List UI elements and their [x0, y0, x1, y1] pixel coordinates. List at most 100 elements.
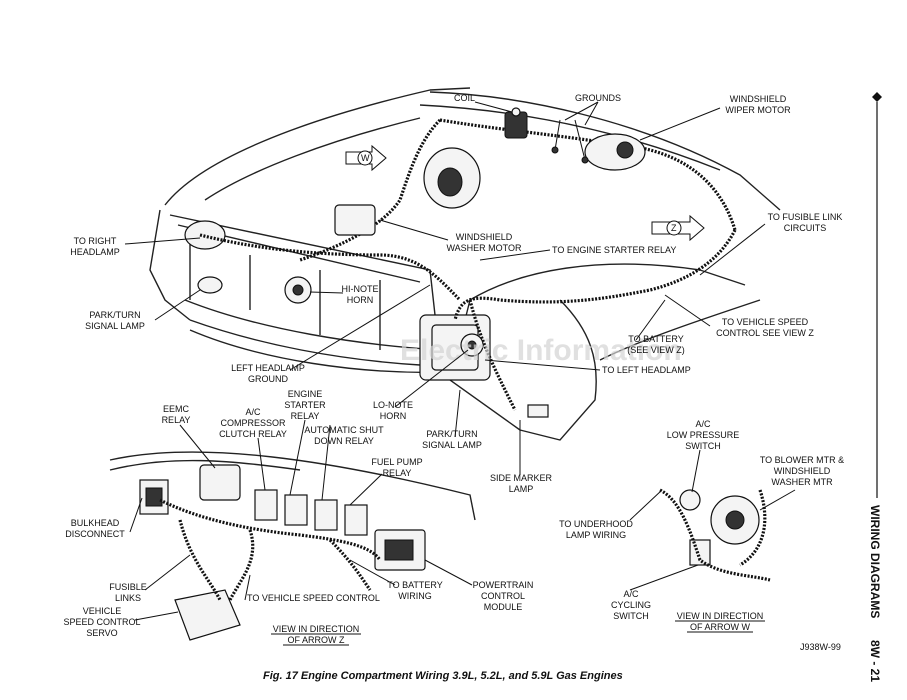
label-to-underhood-lamp-wiring-1: TO UNDERHOOD: [559, 519, 633, 529]
label-park-turn-left-1: PARK/TURN: [89, 310, 140, 320]
engine-starter-relay: [284, 494, 308, 526]
view-arrow-w-letter: W: [361, 153, 370, 163]
label-bulkhead-disconnect-2: DISCONNECT: [65, 529, 125, 539]
washer-reservoir: [334, 204, 376, 236]
label-left-headlamp-ground-2: GROUND: [248, 374, 288, 384]
label-grounds: GROUNDS: [575, 93, 621, 103]
label-view-z-2: OF ARROW Z: [288, 635, 345, 645]
label-ac-low-pressure-switch-3: SWITCH: [685, 441, 721, 451]
label-fusible-links-1: FUSIBLE: [109, 582, 147, 592]
figure-caption: Fig. 17 Engine Compartment Wiring 3.9L, …: [263, 670, 623, 682]
label-fuel-pump-relay-2: RELAY: [383, 468, 412, 478]
label-ac-cycling-switch-3: SWITCH: [613, 611, 649, 621]
ac-low-pressure-switch: [679, 489, 701, 511]
label-ac-cycling-switch-2: CYCLING: [611, 600, 651, 610]
side-header-page: 8W - 21: [868, 640, 882, 682]
label-to-vsc-see-view-z-2: CONTROL SEE VIEW Z: [716, 328, 814, 338]
label-ac-cycling-switch-1: A/C: [623, 589, 639, 599]
grounds: [551, 119, 589, 164]
label-hi-note-horn-1: HI-NOTE: [342, 284, 379, 294]
label-windshield-wiper-motor-2: WIPER MOTOR: [725, 105, 791, 115]
label-to-blower-mtr-3: WASHER MTR: [771, 477, 833, 487]
vehicle-body-outline: [149, 87, 781, 441]
side-marker-lamp: [527, 404, 549, 418]
windshield-washer-motor: [423, 147, 481, 209]
label-coil: COIL: [454, 93, 475, 103]
label-to-battery-see-view-z-2: (SEE VIEW Z): [627, 345, 685, 355]
labels: COIL GROUNDS WINDSHIELD WIPER MOTOR TO R…: [63, 93, 844, 646]
label-to-fusible-link-circuits-1: TO FUSIBLE LINK: [768, 212, 843, 222]
label-automatic-shut-down-relay-1: AUTOMATIC SHUT: [304, 425, 384, 435]
label-hi-note-horn-2: HORN: [347, 295, 374, 305]
label-park-turn-right-2: SIGNAL LAMP: [422, 440, 482, 450]
eemc-relay: [199, 464, 241, 501]
side-header-title: WIRING DIAGRAMS: [868, 505, 882, 618]
label-to-battery-see-view-z-1: TO BATTERY: [628, 334, 684, 344]
automatic-shut-down-relay: [314, 499, 338, 531]
park-turn-lamp-right-side: [197, 276, 223, 294]
label-to-right-headlamp-1: TO RIGHT: [74, 236, 117, 246]
windshield-wiper-motor: [584, 133, 646, 171]
label-park-turn-left-2: SIGNAL LAMP: [85, 321, 145, 331]
label-to-battery-wiring-2: WIRING: [398, 591, 432, 601]
side-header: WIRING DIAGRAMS 8W - 21: [868, 92, 882, 682]
label-to-battery-wiring-1: TO BATTERY: [387, 580, 443, 590]
watermark: Electric Information: [400, 334, 682, 367]
label-engine-starter-relay-3: RELAY: [291, 411, 320, 421]
label-view-w-2: OF ARROW W: [690, 622, 750, 632]
label-vsc-servo-3: SERVO: [86, 628, 117, 638]
label-view-z-1: VIEW IN DIRECTION: [273, 624, 360, 634]
label-ac-low-pressure-switch-2: LOW PRESSURE: [667, 430, 740, 440]
label-automatic-shut-down-relay-2: DOWN RELAY: [314, 436, 374, 446]
label-ac-compressor-clutch-relay-3: CLUTCH RELAY: [219, 429, 287, 439]
label-eemc-relay-1: EEMC: [163, 404, 190, 414]
label-vsc-servo-2: SPEED CONTROL: [63, 617, 140, 627]
label-fusible-links-2: LINKS: [115, 593, 141, 603]
hi-note-horn: [284, 276, 312, 304]
label-windshield-washer-motor-1: WINDSHIELD: [456, 232, 513, 242]
label-windshield-wiper-motor-1: WINDSHIELD: [730, 94, 787, 104]
lo-note-horn: [460, 333, 484, 357]
label-ac-low-pressure-switch-1: A/C: [695, 419, 711, 429]
label-engine-starter-relay-1: ENGINE: [288, 389, 323, 399]
ac-compressor-clutch-relay: [254, 489, 278, 521]
label-bulkhead-disconnect-1: BULKHEAD: [71, 518, 120, 528]
view-z-illustration: [109, 451, 476, 641]
coil: [504, 107, 528, 139]
label-to-vsc-see-view-z-1: TO VEHICLE SPEED: [722, 317, 809, 327]
label-ac-compressor-clutch-relay-1: A/C: [245, 407, 261, 417]
label-left-headlamp-ground-1: LEFT HEADLAMP: [231, 363, 305, 373]
label-eemc-relay-2: RELAY: [162, 415, 191, 425]
label-park-turn-right-1: PARK/TURN: [426, 429, 477, 439]
speed-control-servo: [174, 589, 241, 641]
label-fuel-pump-relay-1: FUEL PUMP: [371, 457, 422, 467]
label-to-right-headlamp-2: HEADLAMP: [70, 247, 120, 257]
main-wiring-harness: [199, 118, 737, 411]
label-side-marker-lamp-1: SIDE MARKER: [490, 473, 553, 483]
label-to-underhood-lamp-wiring-2: LAMP WIRING: [566, 530, 626, 540]
figure-code: J938W-99: [800, 642, 841, 652]
label-pcm-1: POWERTRAIN: [473, 580, 534, 590]
label-side-marker-lamp-2: LAMP: [509, 484, 534, 494]
label-engine-starter-relay-2: STARTER: [284, 400, 326, 410]
label-to-fusible-link-circuits-2: CIRCUITS: [784, 223, 827, 233]
view-arrow-z: Z: [651, 214, 705, 242]
fuel-pump-relay: [344, 504, 368, 536]
label-to-engine-starter-relay: TO ENGINE STARTER RELAY: [552, 245, 676, 255]
view-w-illustration: [659, 488, 771, 582]
label-lo-note-horn-2: HORN: [380, 411, 407, 421]
view-arrow-w: W: [345, 144, 387, 172]
leader-lines: [124, 101, 796, 621]
label-to-blower-mtr-1: TO BLOWER MTR &: [760, 455, 844, 465]
label-pcm-2: CONTROL: [481, 591, 525, 601]
label-ac-compressor-clutch-relay-2: COMPRESSOR: [220, 418, 286, 428]
label-vsc-servo-1: VEHICLE: [83, 606, 122, 616]
label-view-w-1: VIEW IN DIRECTION: [677, 611, 764, 621]
label-to-blower-mtr-2: WINDSHIELD: [774, 466, 831, 476]
label-to-left-headlamp: TO LEFT HEADLAMP: [602, 365, 691, 375]
view-arrow-z-letter: Z: [671, 223, 677, 233]
label-windshield-washer-motor-2: WASHER MOTOR: [446, 243, 522, 253]
label-pcm-3: MODULE: [484, 602, 523, 612]
label-lo-note-horn-1: LO-NOTE: [373, 400, 413, 410]
